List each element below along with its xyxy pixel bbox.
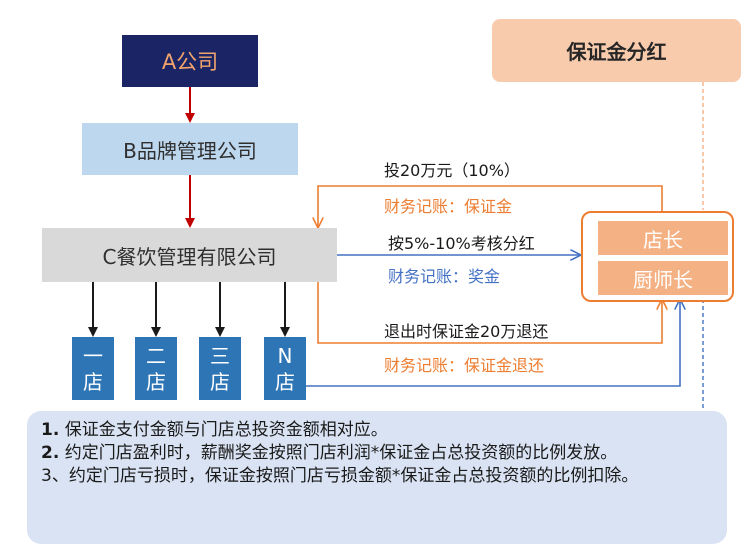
dividend-label: 按5%-10%考核分红 bbox=[388, 234, 535, 253]
store-n-line2: 店 bbox=[275, 369, 295, 394]
note-1-number: 1. bbox=[41, 420, 60, 440]
note-item-3: 3、约定门店亏损时，保证金按照门店亏损金额*保证金占总投资额的比例扣除。 bbox=[41, 465, 713, 488]
company-b-node: B品牌管理公司 bbox=[82, 123, 298, 175]
note-1-text: 保证金支付金额与门店总投资金额相对应。 bbox=[59, 420, 388, 440]
store-2-line1: 二 bbox=[146, 343, 166, 368]
store-node-1: 一店 bbox=[72, 337, 114, 400]
store-n-line1: N bbox=[277, 343, 293, 368]
note-2-number: 2. bbox=[41, 443, 60, 463]
store-1-line1: 一 bbox=[83, 343, 103, 368]
managers-group: 店长 厨师长 bbox=[581, 211, 734, 302]
store-node-2: 二店 bbox=[135, 337, 177, 400]
store-1-line2: 店 bbox=[83, 369, 103, 394]
arrow-invest-flow bbox=[318, 185, 663, 226]
arrow-refund-flow bbox=[317, 282, 662, 344]
company-c-node: C餐饮管理有限公司 bbox=[42, 228, 337, 282]
note-item-2: 2. 约定门店盈利时，薪酬奖金按照门店利润*保证金占总投资额的比例发放。 bbox=[41, 442, 713, 465]
store-3-line1: 三 bbox=[210, 343, 230, 368]
note-item-1: 1. 保证金支付金额与门店总投资金额相对应。 bbox=[41, 419, 713, 442]
dividend-accounting-label: 财务记账：奖金 bbox=[388, 267, 501, 286]
invest-accounting-label: 财务记账：保证金 bbox=[384, 197, 513, 216]
refund-label: 退出时保证金20万退还 bbox=[384, 322, 549, 341]
company-a-node: A公司 bbox=[122, 35, 258, 87]
notes-panel: 1. 保证金支付金额与门店总投资金额相对应。 2. 约定门店盈利时，薪酬奖金按照… bbox=[27, 411, 727, 544]
store-3-line2: 店 bbox=[210, 369, 230, 394]
arrow-store-n-to-managers bbox=[306, 301, 680, 387]
note-3-text: 3、约定门店亏损时，保证金按照门店亏损金额*保证金占总投资额的比例扣除。 bbox=[41, 466, 639, 486]
store-2-line2: 店 bbox=[146, 369, 166, 394]
note-2-text: 约定门店盈利时，薪酬奖金按照门店利润*保证金占总投资额的比例发放。 bbox=[59, 443, 618, 463]
chef-node: 厨师长 bbox=[598, 261, 728, 295]
store-node-3: 三店 bbox=[199, 337, 241, 400]
refund-accounting-label: 财务记账：保证金退还 bbox=[384, 356, 545, 375]
bonus-title-node: 保证金分红 bbox=[492, 19, 741, 82]
invest-label: 投20万元（10%） bbox=[384, 161, 520, 180]
store-manager-node: 店长 bbox=[598, 221, 728, 255]
